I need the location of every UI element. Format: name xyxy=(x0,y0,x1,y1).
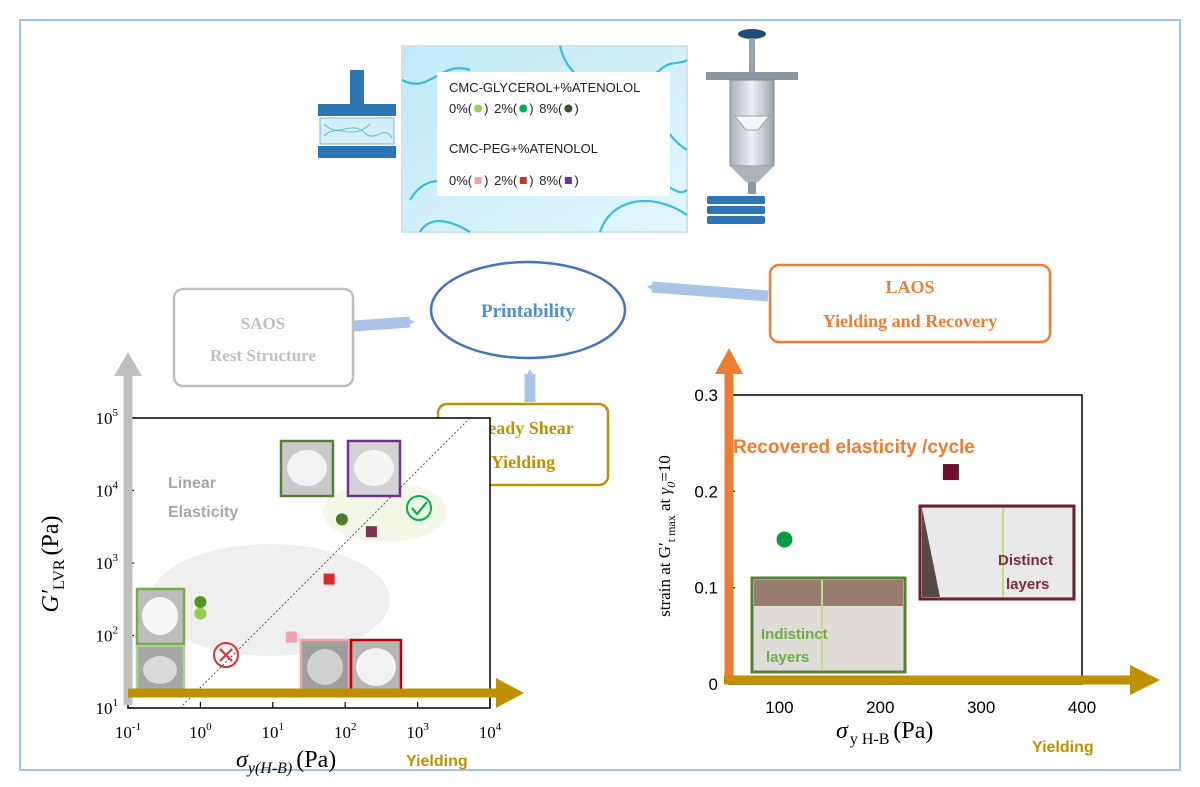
right-y-tick-label: 0.2 xyxy=(694,482,718,501)
left-x-tick-label: 104 xyxy=(479,721,502,742)
right-y-tick-label: 0.1 xyxy=(694,579,718,598)
legend-glycerol-title: CMC-GLYCEROL+%ATENOLOL xyxy=(449,80,640,95)
legend-peg-row: 0%() 2%() 8%() xyxy=(449,173,579,188)
inset-distinct-layers xyxy=(918,504,1076,601)
left-data-point-4 xyxy=(323,573,335,585)
legend-glycerol-item-0-label: 0%( xyxy=(449,101,473,116)
laos-title: LAOS xyxy=(885,277,934,297)
left-x-tick-label: 10-1 xyxy=(115,721,141,742)
right-data-points xyxy=(776,464,959,548)
right-y-label: strain at G′t max at γ0=10 xyxy=(655,455,678,617)
laos-subtitle: Yielding and Recovery xyxy=(823,311,997,331)
right-data-point-1 xyxy=(942,464,959,481)
check-icon xyxy=(406,495,432,521)
legend-peg-item-1-close: ) xyxy=(529,173,533,188)
steady-shear-title: Steady Shear xyxy=(472,418,574,438)
left-data-point-3 xyxy=(285,631,297,643)
legend-peg-item-0-close: ) xyxy=(484,173,488,188)
arrow-laos-to-printability xyxy=(647,281,769,302)
linear-elasticity-label-1: Linear xyxy=(168,475,216,492)
legend-peg-item-0-label: 0%( xyxy=(449,173,473,188)
arrow-saos-to-printability xyxy=(353,316,415,332)
right-x-arrow-head xyxy=(1130,665,1160,695)
legend-glycerol-item-0-close: ) xyxy=(484,101,488,116)
left-data-point-2 xyxy=(335,513,348,526)
left-x-tick-label: 100 xyxy=(189,721,212,742)
syringe-icon xyxy=(706,29,798,224)
right-chart: 100 200 300 400 0 0.1 0.2 0.3 Indistinct layers… xyxy=(655,348,1160,756)
left-x-tick-label: 103 xyxy=(406,721,429,742)
left-data-point-0 xyxy=(194,607,207,620)
printability-label: Printability xyxy=(481,301,575,322)
left-data-points xyxy=(194,513,377,643)
right-y-tick-label: 0 xyxy=(709,675,718,694)
left-y-arrow-head xyxy=(114,352,142,376)
left-y-tick-label: 105 xyxy=(96,407,119,428)
left-data-point-5 xyxy=(365,526,377,538)
legend-peg-item-0-marker xyxy=(474,177,482,184)
left-y-tick-label: 103 xyxy=(96,552,119,573)
legend-peg-item-2-close: ) xyxy=(574,173,578,188)
left-x-arrow-head xyxy=(496,678,524,708)
legend-peg-item-2-label: 8%( xyxy=(539,173,563,188)
left-x-label: σy(H-B)(Pa) xyxy=(236,747,336,777)
left-y-tick-label: 101 xyxy=(96,697,119,718)
legend-glycerol-item-1-close: ) xyxy=(529,101,533,116)
left-x-arrow-label: Yielding xyxy=(406,753,468,770)
legend-glycerol-item-2-label: 8%( xyxy=(539,101,563,116)
recovered-elasticity-label: Recovered elasticity /cycle xyxy=(733,437,975,458)
inset-indistinct-layers xyxy=(750,576,907,674)
left-y-tick-label: 102 xyxy=(96,625,119,646)
saos-box xyxy=(172,287,355,388)
laos-box xyxy=(768,263,1052,344)
right-x-tick-label: 200 xyxy=(866,698,894,717)
saos-subtitle: Rest Structure xyxy=(210,346,316,365)
right-y-arrow-head xyxy=(715,348,743,374)
inset-distinct-line1: Distinct xyxy=(998,552,1053,569)
left-data-point-1 xyxy=(194,595,207,608)
diagonal-reference-line xyxy=(179,418,471,708)
legend-glycerol-item-2-close: ) xyxy=(574,101,578,116)
sample-thumbnails xyxy=(135,439,403,696)
cross-icon xyxy=(213,642,239,668)
press-icon xyxy=(318,70,396,158)
left-y-tick-label: 104 xyxy=(96,480,119,501)
inset-indistinct-line2: layers xyxy=(766,649,809,666)
inset-distinct-line2: layers xyxy=(1006,576,1049,593)
legend-peg-item-1-label: 2%( xyxy=(494,173,518,188)
inset-indistinct-line1: Indistinct xyxy=(761,626,828,643)
legend-glycerol-row: 0%() 2%() 8%() xyxy=(449,101,579,116)
legend-peg-item-2-marker xyxy=(564,177,572,184)
right-axis-ticks: 100 200 300 400 0 0.1 0.2 0.3 xyxy=(694,386,1096,717)
right-x-tick-label: 100 xyxy=(765,698,793,717)
legend-peg-item-1-marker xyxy=(519,177,527,184)
left-x-tick-label: 101 xyxy=(262,721,285,742)
linear-elasticity-label-2: Elasticity xyxy=(168,504,238,521)
saos-title: SAOS xyxy=(241,314,285,333)
right-x-arrow-label: Yielding xyxy=(1032,739,1094,756)
legend-box xyxy=(437,72,670,196)
right-data-point-0 xyxy=(776,531,793,548)
printability-ellipse xyxy=(429,260,627,360)
right-x-tick-label: 300 xyxy=(967,698,995,717)
linear-elasticity-region xyxy=(150,544,390,656)
legend-glycerol-item-0-marker xyxy=(474,104,483,113)
legend-glycerol-item-2-marker xyxy=(564,104,573,113)
right-y-tick-label: 0.3 xyxy=(694,386,718,405)
steady-shear-subtitle: Yielding xyxy=(491,452,555,472)
legend-peg-title: CMC-PEG+%ATENOLOL xyxy=(449,141,598,156)
left-y-label: G′LVR(Pa) xyxy=(38,515,68,612)
legend-glycerol-item-1-label: 2%( xyxy=(494,101,518,116)
left-axis-ticks: 10-1 100 101 102 103 104 101 102 103 104 105 xyxy=(96,407,502,742)
left-x-tick-label: 102 xyxy=(334,721,357,742)
right-x-tick-label: 400 xyxy=(1068,698,1096,717)
connector-arrows xyxy=(353,281,769,402)
legend-glycerol-item-1-marker xyxy=(519,104,528,113)
